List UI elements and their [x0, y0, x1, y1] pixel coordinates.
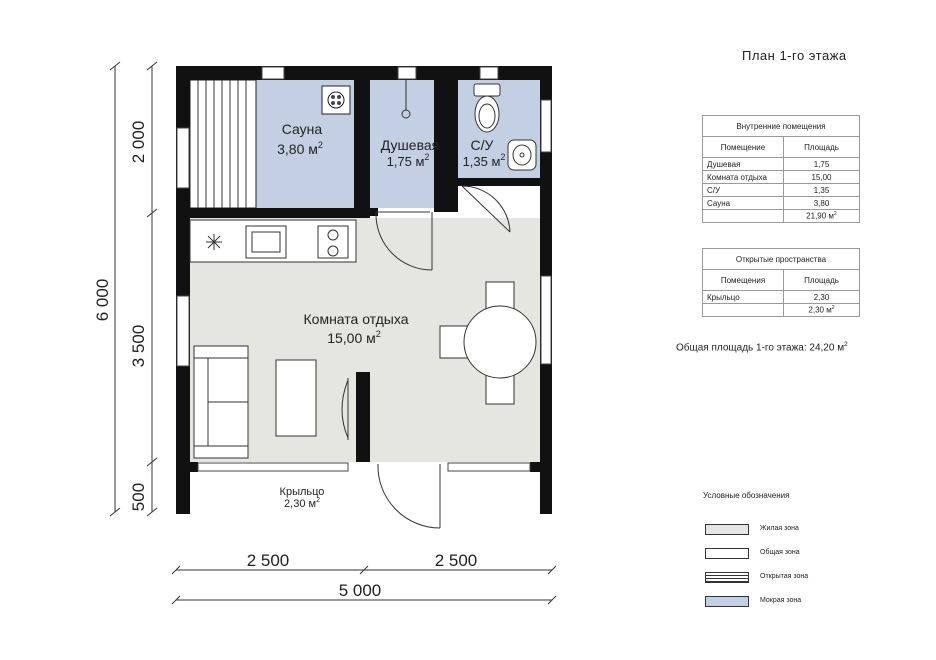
coffee-table — [275, 359, 317, 437]
dim-left-bottom: 500 — [129, 483, 148, 511]
legend-label-living: Жилая зона — [760, 525, 799, 532]
table-cell: 2,30 — [783, 290, 860, 304]
porch-area: 2,30 м2 — [284, 497, 320, 510]
total-area: Общая площадь 1-го этажа: 24,20 м2 — [676, 341, 848, 354]
total-area-value: 24,20 м — [809, 342, 845, 354]
column-header: Площадь — [783, 136, 860, 158]
table-cell: 1,35 — [783, 183, 860, 197]
dimension-lines — [109, 61, 557, 605]
dim-bottom-right: 2 500 — [435, 551, 478, 570]
shower-floor — [370, 80, 434, 208]
table-cell: 3,80 — [783, 196, 860, 210]
open-spaces-table: Открытые пространства Помещения Площадь … — [702, 248, 860, 317]
windows — [176, 66, 552, 472]
table-cell: Душевая — [702, 157, 784, 171]
table-caption: Открытые пространства — [702, 248, 860, 270]
shower-name: Душевая — [381, 137, 439, 153]
dim-left-top: 2 000 — [129, 121, 148, 164]
column-header: Площадь — [783, 269, 860, 291]
legend-swatch-wet — [705, 596, 749, 607]
sauna-bench — [189, 79, 257, 209]
legend-label-wet: Мокрая зона — [760, 597, 802, 604]
doors — [341, 185, 511, 529]
kitchen-counter — [189, 219, 357, 263]
table-cell: Крыльцо — [702, 290, 784, 304]
lounge-name: Комната отдыха — [304, 311, 409, 327]
column-header: Помещения — [702, 269, 784, 291]
legend-label-common: Общая зона — [760, 549, 800, 556]
legend-title: Условные обозначения — [703, 491, 790, 500]
dining-table — [439, 281, 537, 405]
lounge-area: 15,00 м2 — [327, 329, 381, 346]
sauna-name: Сауна — [282, 121, 323, 137]
sauna-area: 3,80 м2 — [277, 140, 323, 157]
dim-left-total: 6 000 — [93, 279, 112, 322]
dim-bottom-left: 2 500 — [247, 551, 290, 570]
legend-swatch-open — [705, 572, 749, 583]
interior-rooms-table: Внутренние помещения Помещение Площадь Д… — [702, 115, 860, 223]
table-total: 21,90 м2 — [783, 209, 860, 223]
dim-left-middle: 3 500 — [129, 325, 148, 368]
sink — [507, 139, 537, 171]
total-area-label: Общая площадь 1-го этажа: — [676, 342, 807, 354]
shower-head — [401, 80, 411, 119]
table-total-row: 21,90 м2 — [702, 209, 860, 223]
table-cell: С/У — [702, 183, 784, 197]
porch-name: Крыльцо — [280, 486, 325, 498]
legend-swatch-common — [705, 548, 749, 559]
table-total-row: 2,30 м2 — [702, 303, 860, 317]
wc-area: 1,35 м2 — [463, 152, 506, 169]
dim-bottom-total: 5 000 — [339, 581, 382, 600]
legend-label-open: Открытая зона — [760, 573, 809, 580]
table-cell: Комната отдыха — [702, 170, 784, 184]
table-cell: 15,00 — [783, 170, 860, 184]
wc-name: С/У — [471, 137, 494, 153]
table-cell: Сауна — [702, 196, 784, 210]
toilet — [473, 83, 501, 133]
column-header: Помещение — [702, 136, 784, 158]
shower-area: 1,75 м2 — [387, 152, 430, 169]
table-cell: 1,75 — [783, 157, 860, 171]
legend-swatch-living — [705, 524, 749, 535]
porch-floor — [188, 472, 540, 512]
sofa — [193, 345, 249, 459]
sauna-stove — [321, 85, 351, 115]
plant-icon — [206, 234, 222, 250]
table-total: 2,30 м2 — [783, 303, 860, 317]
table-caption: Внутренние помещения — [702, 115, 860, 137]
plan-title: План 1-го этажа — [742, 48, 847, 63]
